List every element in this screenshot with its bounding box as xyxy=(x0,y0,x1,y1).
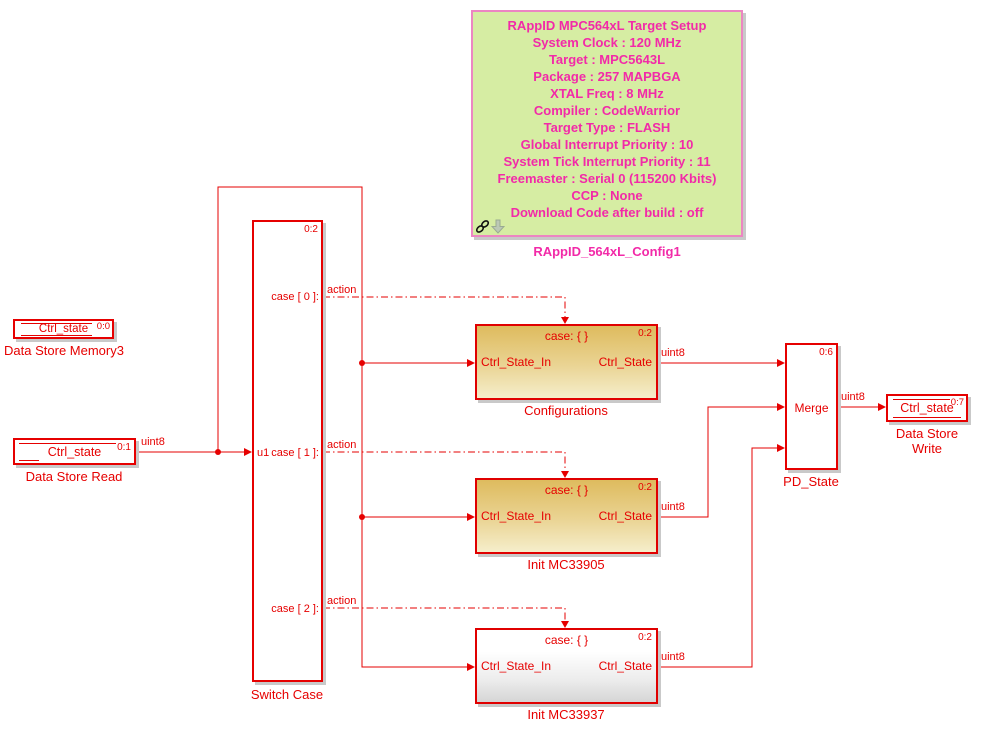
data-store-write-label-line2: Write xyxy=(911,441,943,456)
pd-state-label: PD_State xyxy=(783,474,839,489)
annotation-name-label: RAppID_564xL_Config1 xyxy=(533,244,681,259)
arrowhead-down xyxy=(561,317,569,324)
arrowhead xyxy=(878,403,886,411)
rappid-config-block[interactable]: RAppID MPC564xL Target Setup System Cloc… xyxy=(471,10,743,237)
input-port-label: u1 xyxy=(257,447,270,459)
output-port-label: Ctrl_State xyxy=(598,509,652,523)
annotation-line: Download Code after build : off xyxy=(510,205,704,220)
data-store-name: Ctrl_state xyxy=(900,401,954,415)
sorted-order-tag: 0:2 xyxy=(304,224,318,235)
output-port-label: Ctrl_State xyxy=(598,659,652,673)
action-label: action xyxy=(327,439,357,451)
input-port-label: Ctrl_State_In xyxy=(481,509,552,523)
case2-port-label: case [ 2 ]: xyxy=(271,603,319,615)
data-store-write-block[interactable]: Ctrl_state 0:7 xyxy=(886,394,968,422)
input-port-label: Ctrl_State_In xyxy=(481,659,552,673)
switch-case-block[interactable]: 0:2 u1 case [ 0 ]: case [ 1 ]: case [ 2 … xyxy=(252,220,323,682)
configurations-subsystem-block[interactable]: case: { } 0:2 Ctrl_State_In Ctrl_State xyxy=(475,324,658,400)
init-mc33937-subsystem-block[interactable]: case: { } 0:2 Ctrl_State_In Ctrl_State xyxy=(475,628,658,704)
sorted-order-tag: 0:7 xyxy=(950,397,964,408)
data-store-write-label: Data Store Write xyxy=(896,426,958,456)
annotation-line: RAppID MPC564xL Target Setup xyxy=(507,18,707,33)
wire-mc33905-to-merge xyxy=(658,406,779,518)
action-label: action xyxy=(327,595,357,607)
action-wire-case2 xyxy=(323,607,566,622)
output-port-label: Ctrl_State xyxy=(598,355,652,369)
signal-type-label: uint8 xyxy=(141,436,165,448)
arrowhead xyxy=(777,359,785,367)
init-mc33905-subsystem-block[interactable]: case: { } 0:2 Ctrl_State_In Ctrl_State xyxy=(475,478,658,554)
dstore-underline xyxy=(21,335,92,336)
annotation-line: Target Type : FLASH xyxy=(543,120,671,135)
init-mc33905-label: Init MC33905 xyxy=(527,557,605,572)
data-store-read-label: Data Store Read xyxy=(25,469,123,484)
block-badges xyxy=(475,219,505,234)
branch-dot xyxy=(359,360,365,366)
dstore-overline xyxy=(21,323,92,324)
dstore-underline xyxy=(19,460,39,461)
branch-dot xyxy=(359,514,365,520)
action-label: action xyxy=(327,284,357,296)
action-wire-case0 xyxy=(323,296,566,318)
arrowhead xyxy=(467,359,475,367)
link-icon xyxy=(475,220,490,233)
annotation-line: XTAL Freq : 8 MHz xyxy=(550,86,664,101)
arrowhead xyxy=(244,448,252,456)
annotation-line: Compiler : CodeWarrior xyxy=(533,103,681,118)
annotation-line: Freemaster : Serial 0 (115200 Kbits) xyxy=(497,171,717,186)
arrowhead-down xyxy=(561,621,569,628)
sorted-order-tag: 0:2 xyxy=(638,632,652,643)
case-header: case: { } xyxy=(544,633,589,647)
arrowhead-down xyxy=(561,471,569,478)
annotation-line: Global Interrupt Priority : 10 xyxy=(520,137,694,152)
sorted-order-tag: 0:1 xyxy=(117,442,131,453)
merge-block[interactable]: 0:6 Merge xyxy=(785,343,838,470)
input-port-label: Ctrl_State_In xyxy=(481,355,552,369)
signal-type-label: uint8 xyxy=(661,651,685,663)
wire-mc33937-to-merge xyxy=(658,447,779,668)
signal-type-label: uint8 xyxy=(661,501,685,513)
case1-port-label: case [ 1 ]: xyxy=(271,447,319,459)
init-mc33937-label: Init MC33937 xyxy=(527,707,605,722)
annotation-line: System Clock : 120 MHz xyxy=(532,35,682,50)
data-store-name: Ctrl_state xyxy=(47,444,102,459)
data-store-read-block[interactable]: Ctrl_state 0:1 xyxy=(13,438,136,465)
data-store-memory3-label: Data Store Memory3 xyxy=(4,343,124,358)
arrowhead xyxy=(777,403,785,411)
case-header: case: { } xyxy=(544,329,589,343)
annotation-line: Target : MPC5643L xyxy=(548,52,666,67)
sorted-order-tag: 0:0 xyxy=(96,321,110,332)
switch-case-label: Switch Case xyxy=(250,687,324,702)
data-store-memory3-block[interactable]: Ctrl_state 0:0 xyxy=(13,319,114,339)
merge-text: Merge xyxy=(794,401,829,415)
signal-type-label: uint8 xyxy=(841,391,865,403)
dstore-overline xyxy=(893,399,950,400)
wire-branch-feed xyxy=(217,186,469,668)
annotation-line: System Tick Interrupt Priority : 11 xyxy=(503,154,711,169)
signal-type-label: uint8 xyxy=(661,347,685,359)
branch-dot xyxy=(215,449,221,455)
dstore-underline xyxy=(893,417,961,418)
dstore-overline xyxy=(19,443,116,444)
annotation-line: Package : 257 MAPBGA xyxy=(533,69,681,84)
data-store-write-label-line1: Data Store xyxy=(895,426,959,441)
configurations-label: Configurations xyxy=(524,403,608,418)
case-header: case: { } xyxy=(544,483,589,497)
down-arrow-icon xyxy=(491,219,505,234)
sorted-order-tag: 0:2 xyxy=(638,482,652,493)
action-wire-case1 xyxy=(323,451,566,472)
annotation-line: CCP : None xyxy=(571,188,643,203)
sorted-order-tag: 0:6 xyxy=(819,347,833,358)
data-store-name: Ctrl_state xyxy=(38,323,89,335)
sorted-order-tag: 0:2 xyxy=(638,328,652,339)
arrowhead xyxy=(467,513,475,521)
arrowhead xyxy=(467,663,475,671)
arrowhead xyxy=(777,444,785,452)
case0-port-label: case [ 0 ]: xyxy=(271,291,319,303)
